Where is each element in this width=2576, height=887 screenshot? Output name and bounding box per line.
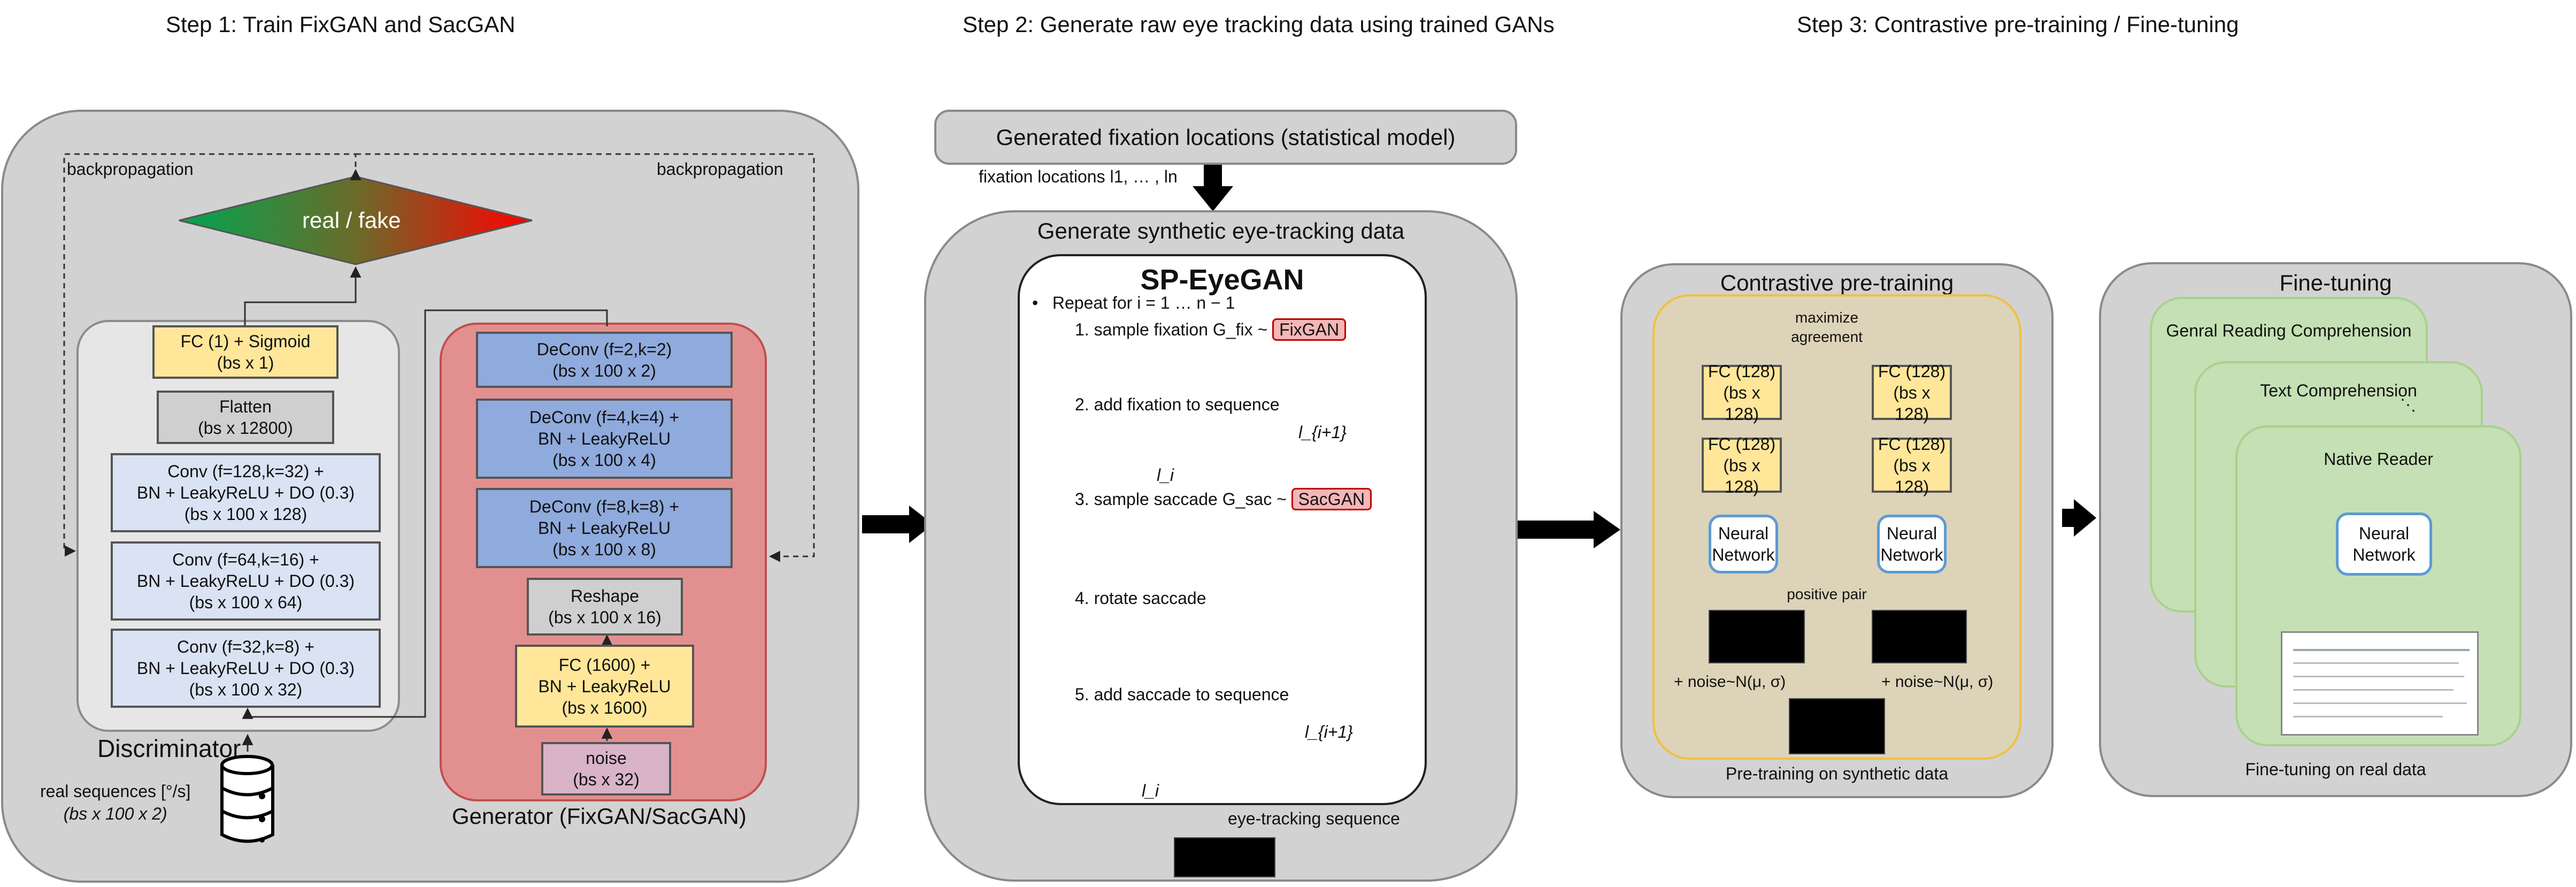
real-sequences-label: real sequences [°/s] (bs x 100 x 2)	[40, 782, 191, 823]
step1-header: Step 1: Train FixGAN and SacGAN	[166, 12, 516, 37]
repeat-label: • Repeat for i = 1 … n − 1	[1032, 293, 1235, 312]
label-l-i-plus-1-a: l_{i+1}	[1298, 423, 1347, 442]
gen-fc-1600: FC (1600) +BN + LeakyReLU(bs x 1600)	[515, 645, 694, 728]
neural-network-finetune: Neural Network	[2336, 513, 2432, 576]
sacgan-tag: SacGAN	[1291, 488, 1372, 510]
maximize-agreement-label: maximize agreement	[1791, 309, 1863, 345]
fc-left-bottom: FC (128)(bs x 128)	[1702, 434, 1782, 496]
label-l-i-b: l_i	[1142, 781, 1159, 800]
positive-pair-label: positive pair	[1787, 586, 1867, 602]
neural-network-right: Neural Network	[1877, 515, 1947, 574]
sp-eyegan-frame	[1018, 254, 1427, 805]
step-sample-fixation: 1. sample fixation G_fix ~ FixGAN	[1075, 318, 1347, 341]
fixgan-tag: FixGAN	[1272, 318, 1347, 341]
pretraining-caption: Pre-training on synthetic data	[1725, 764, 1949, 783]
noise-left-label: + noise~N(μ, σ)	[1674, 673, 1786, 691]
output-label: eye-tracking sequence	[1228, 809, 1400, 828]
gen-deconv-2: DeConv (f=2,k=2)(bs x 100 x 2)	[476, 332, 733, 388]
backprop-left-label: backpropagation	[67, 159, 194, 179]
step2-header: Step 2: Generate raw eye tracking data u…	[963, 12, 1555, 37]
fixation-model-box: Generated fixation locations (statistica…	[934, 110, 1517, 165]
generator-title: Generator (FixGAN/SacGAN)	[452, 804, 747, 829]
step-rotate-saccade: 4. rotate saccade	[1075, 588, 1206, 608]
ellipsis-icon: ⋱	[2400, 396, 2416, 414]
contrastive-title: Contrastive pre-training	[1720, 270, 1954, 295]
original-sample	[1789, 698, 1885, 754]
label-l-i-a: l_i	[1157, 465, 1174, 485]
synthetic-data-title: Generate synthetic eye-tracking data	[1037, 218, 1405, 243]
step3-header: Step 3: Contrastive pre-training / Fine-…	[1797, 12, 2239, 37]
fc-left-top: FC (128)(bs x 128)	[1702, 362, 1782, 424]
augmented-sample-left	[1709, 610, 1805, 663]
fc-right-bottom: FC (128)(bs x 128)	[1872, 434, 1952, 496]
fine-tuning-title: Fine-tuning	[2279, 270, 2392, 295]
fc-right-top: FC (128)(bs x 128)	[1872, 362, 1952, 424]
real-data-screenshot	[2281, 631, 2479, 736]
label-l-i-plus-1-b: l_{i+1}	[1305, 722, 1353, 741]
noise-right-label: + noise~N(μ, σ)	[1881, 673, 1994, 691]
gen-noise: noise(bs x 32)	[541, 742, 671, 796]
disc-conv-128: Conv (f=128,k=32) +BN + LeakyReLU + DO (…	[111, 453, 381, 532]
database-icon	[220, 755, 274, 843]
gen-deconv-8: DeConv (f=8,k=8) +BN + LeakyReLU(bs x 10…	[476, 488, 733, 568]
finetuning-caption: Fine-tuning on real data	[2245, 760, 2426, 779]
discriminator-title: Discriminator	[97, 735, 241, 762]
eye-tracking-sequence-thumbnail	[1174, 837, 1275, 877]
disc-conv-64: Conv (f=64,k=16) +BN + LeakyReLU + DO (0…	[111, 541, 381, 621]
neural-network-left: Neural Network	[1709, 515, 1778, 574]
step-add-saccade: 5. add saccade to sequence	[1075, 685, 1289, 704]
real-fake-label: real / fake	[302, 208, 401, 233]
disc-conv-32: Conv (f=32,k=8) +BN + LeakyReLU + DO (0.…	[111, 629, 381, 708]
card-text-comprehension-label: Text Comprehension	[2260, 381, 2417, 400]
card-native-reader-label: Native Reader	[2324, 449, 2433, 469]
step-add-fixation: 2. add fixation to sequence	[1075, 395, 1280, 414]
disc-flatten: Flatten(bs x 12800)	[157, 391, 334, 444]
gen-deconv-4: DeConv (f=4,k=4) +BN + LeakyReLU(bs x 10…	[476, 399, 733, 479]
disc-fc-sigmoid: FC (1) + Sigmoid(bs x 1)	[152, 325, 339, 379]
gen-reshape: Reshape(bs x 100 x 16)	[527, 578, 683, 636]
augmented-sample-right	[1872, 610, 1967, 663]
card-general-reading-label: Genral Reading Comprehension	[2166, 321, 2412, 340]
backprop-right-label: backpropagation	[657, 159, 783, 179]
fixation-locations-label: fixation locations l1, … , ln	[979, 167, 1178, 186]
sp-eyegan-title: SP-EyeGAN	[1140, 264, 1304, 296]
step-sample-saccade: 3. sample saccade G_sac ~ SacGAN	[1075, 488, 1372, 510]
